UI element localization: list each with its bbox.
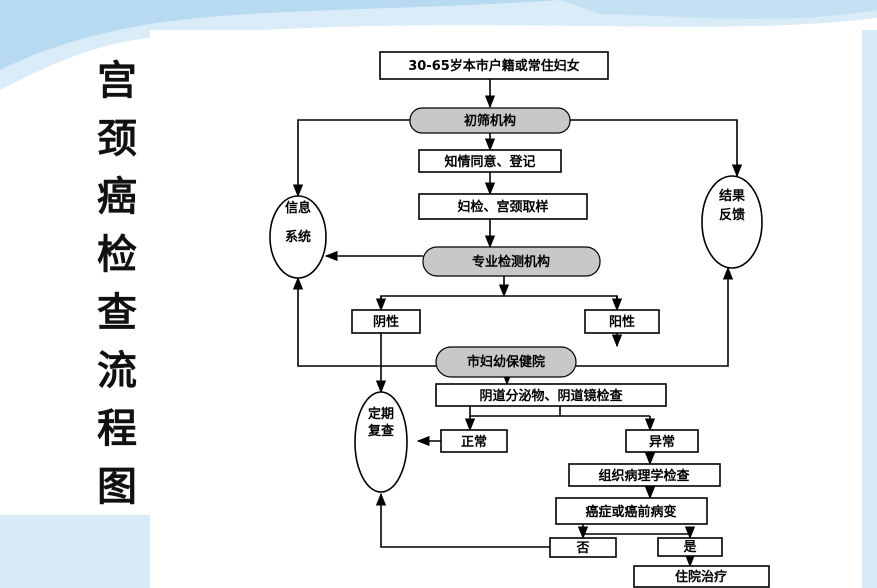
node-lab-label: 专业检测机构 (472, 254, 550, 270)
title-char: 图 (97, 464, 137, 510)
node-screening: 初筛机构 (409, 107, 571, 134)
node-treatment-label: 住院治疗 (675, 569, 727, 585)
title-char: 流 (97, 348, 137, 394)
node-negative: 阴性 (351, 309, 421, 334)
node-hospital-label: 市妇幼保健院 (467, 354, 545, 370)
node-info-line2: 系统 (285, 229, 311, 245)
node-positive-label: 阳性 (609, 314, 635, 330)
node-consent: 知情同意、登记 (418, 149, 562, 173)
node-recheck-line1: 定期 (367, 406, 394, 422)
connectors (292, 79, 743, 568)
node-no-label: 否 (575, 541, 589, 556)
node-screening-label: 初筛机构 (464, 113, 516, 129)
node-no: 否 (549, 537, 617, 558)
node-target-label: 30-65岁本市户籍或常住妇女 (408, 58, 580, 74)
node-abnormal: 异常 (625, 429, 699, 453)
title-char: 颈 (97, 116, 137, 162)
title-char: 查 (97, 290, 137, 336)
node-feedback-line1: 结果 (719, 188, 745, 204)
node-normal-label: 正常 (461, 434, 487, 450)
vertical-title: 宫 颈 癌 检 查 流 程 图 (92, 52, 142, 516)
node-feedback: 结果 反馈 (701, 175, 763, 269)
node-sampling-label: 妇检、宫颈取样 (456, 199, 548, 215)
node-lab: 专业检测机构 (422, 246, 601, 277)
node-lesion-label: 癌症或癌前病变 (585, 504, 676, 520)
node-consent-label: 知情同意、登记 (444, 154, 535, 170)
node-yes-label: 是 (682, 540, 697, 555)
node-negative-label: 阴性 (373, 314, 399, 330)
node-normal: 正常 (440, 429, 508, 453)
node-info-system: 信息 系统 (269, 195, 327, 279)
node-lesion: 癌症或癌前病变 (555, 497, 708, 525)
title-char: 程 (97, 406, 137, 452)
node-exam-label: 阴道分泌物、阴道镜检查 (479, 388, 623, 404)
title-char: 宫 (97, 58, 137, 104)
node-hospital: 市妇幼保健院 (435, 346, 577, 378)
title-char: 癌 (97, 174, 137, 220)
node-info-line1: 信息 (285, 200, 311, 216)
node-pathology-label: 组织病理学检查 (598, 468, 690, 484)
node-positive: 阳性 (584, 309, 660, 334)
node-feedback-line2: 反馈 (719, 207, 745, 223)
title-char: 检 (97, 232, 137, 278)
node-sampling: 妇检、宫颈取样 (418, 193, 588, 220)
node-recheck: 定期 复查 (354, 391, 408, 493)
node-abnormal-label: 异常 (649, 434, 675, 450)
node-yes: 是 (657, 537, 723, 557)
node-target: 30-65岁本市户籍或常住妇女 (379, 51, 609, 80)
node-treatment: 住院治疗 (633, 565, 770, 588)
node-exam: 阴道分泌物、阴道镜检查 (435, 383, 667, 407)
node-pathology: 组织病理学检查 (568, 463, 721, 487)
node-recheck-line2: 复查 (367, 423, 395, 439)
